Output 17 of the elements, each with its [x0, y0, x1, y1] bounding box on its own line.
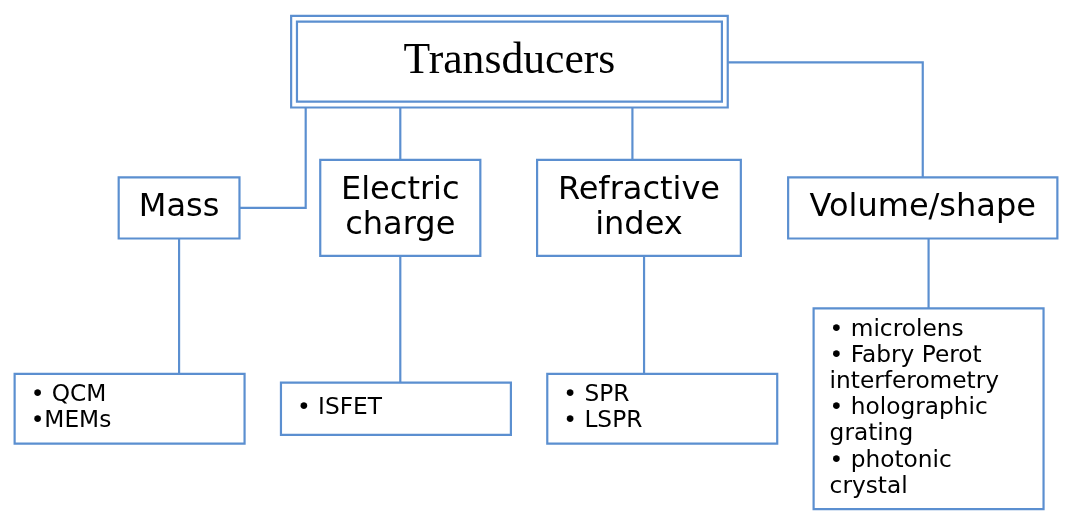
- connector: [239, 107, 307, 209]
- connector: [631, 107, 634, 160]
- node-box: • SPR • LSPR: [546, 372, 779, 445]
- connector: [927, 238, 930, 309]
- connector: [178, 238, 181, 374]
- node-box: Electric charge: [319, 158, 482, 258]
- node-box: Mass: [117, 176, 241, 240]
- node-box: Transducers: [290, 14, 729, 109]
- connector: [399, 107, 402, 160]
- node-box: • microlens • Fabry Perot interferometry • holographic grating • photonic crystal: [812, 307, 1045, 511]
- node-box: Volume/shape: [787, 176, 1059, 240]
- connector: [728, 61, 924, 178]
- connector: [642, 256, 646, 374]
- node-box: • ISFET: [279, 381, 512, 437]
- node-box: Refractive index: [536, 158, 742, 258]
- node-box: • QCM •MEMs: [13, 372, 246, 445]
- connector: [399, 256, 402, 383]
